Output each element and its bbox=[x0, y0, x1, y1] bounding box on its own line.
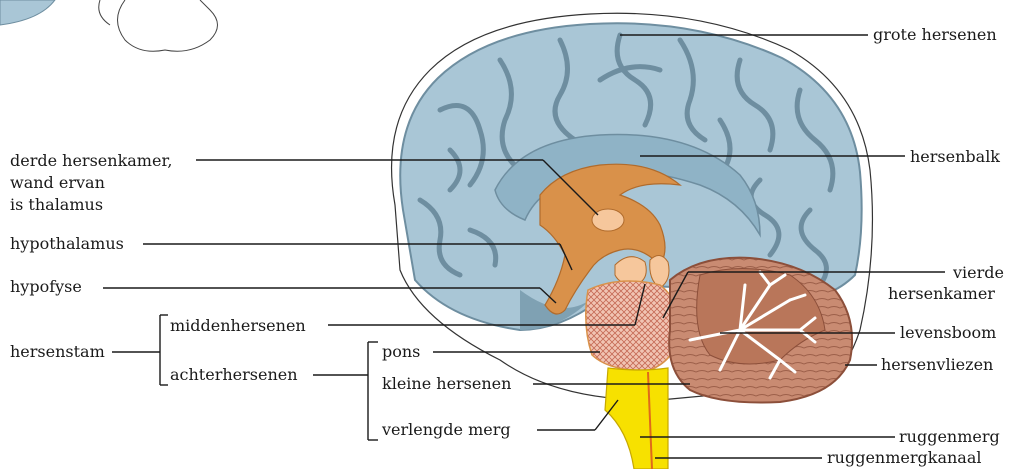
label-hersenstam: hersenstam bbox=[10, 315, 168, 385]
svg-text:grote hersenen: grote hersenen bbox=[873, 25, 997, 44]
svg-text:ruggenmergkanaal: ruggenmergkanaal bbox=[827, 448, 981, 467]
head-outline bbox=[0, 0, 218, 51]
svg-text:achterhersenen: achterhersenen bbox=[170, 365, 298, 384]
svg-text:vierde: vierde bbox=[952, 263, 1004, 282]
svg-text:ruggenmerg: ruggenmerg bbox=[899, 427, 1000, 446]
svg-text:levensboom: levensboom bbox=[900, 323, 996, 342]
svg-text:derde hersenkamer,: derde hersenkamer, bbox=[10, 151, 172, 170]
svg-text:wand ervan: wand ervan bbox=[10, 173, 105, 192]
label-verlengde-merg: verlengde merg bbox=[381, 400, 618, 439]
svg-text:hypofyse: hypofyse bbox=[10, 277, 82, 296]
label-hersenvliezen: hersenvliezen bbox=[845, 355, 993, 374]
svg-text:middenhersenen: middenhersenen bbox=[170, 316, 306, 335]
third-ventricle bbox=[592, 209, 624, 231]
svg-text:hersenvliezen: hersenvliezen bbox=[881, 355, 993, 374]
svg-text:pons: pons bbox=[382, 342, 420, 361]
medulla-spinal-cord bbox=[605, 368, 668, 469]
svg-text:is thalamus: is thalamus bbox=[10, 195, 103, 214]
label-ruggenmergkanaal: ruggenmergkanaal bbox=[655, 448, 981, 467]
svg-text:hypothalamus: hypothalamus bbox=[10, 234, 124, 253]
svg-text:verlengde merg: verlengde merg bbox=[381, 420, 511, 439]
svg-text:hersenbalk: hersenbalk bbox=[910, 147, 1000, 166]
svg-text:hersenkamer: hersenkamer bbox=[888, 284, 995, 303]
svg-text:hersenstam: hersenstam bbox=[10, 342, 105, 361]
svg-text:kleine hersenen: kleine hersenen bbox=[382, 374, 511, 393]
label-achterhersenen: achterhersenen bbox=[170, 342, 378, 440]
label-ruggenmerg: ruggenmerg bbox=[640, 427, 1000, 446]
